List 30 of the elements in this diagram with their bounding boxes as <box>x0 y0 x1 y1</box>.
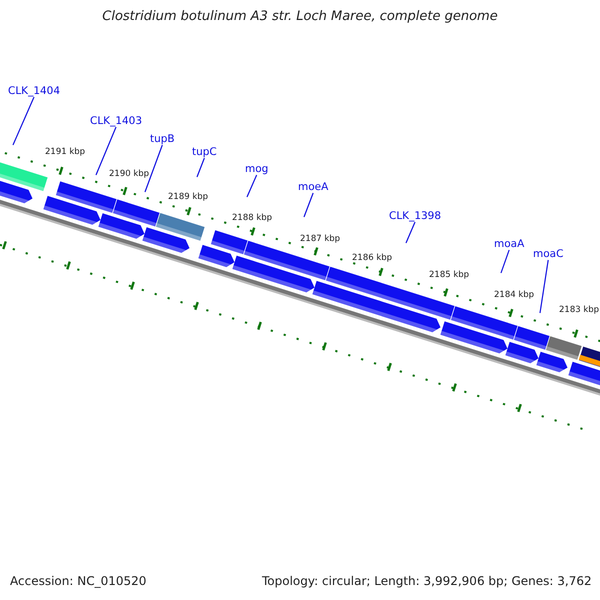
position-label: 2184 kbp <box>494 290 534 300</box>
gene-label: moaA <box>494 238 524 250</box>
leader-line <box>303 192 314 218</box>
position-label: 2189 kbp <box>168 192 208 202</box>
leader-line <box>196 158 205 178</box>
leader-line <box>406 222 416 244</box>
gene-label: mog <box>245 163 268 175</box>
leader-line <box>96 126 117 176</box>
gene-label: CLK_1403 <box>90 115 142 127</box>
gene-label: CLK_1404 <box>8 85 60 97</box>
position-label: 2183 kbp <box>559 305 600 315</box>
gene-label: moeA <box>298 181 328 193</box>
position-label: 2191 kbp <box>45 147 86 157</box>
position-label: 2190 kbp <box>109 169 150 179</box>
position-label: 2185 kbp <box>429 270 470 280</box>
gene-label: CLK_1398 <box>389 210 442 222</box>
genome-info-label: Topology: circular; Length: 3,992,906 bp; Genes: 3,762 <box>262 574 592 588</box>
leader-line <box>12 96 35 146</box>
position-label: 2187 kbp <box>300 234 340 244</box>
gene-label: moaC <box>533 248 564 260</box>
leader-line <box>144 144 163 192</box>
leader-line <box>500 250 510 274</box>
leader-line <box>539 260 549 314</box>
position-label: 2186 kbp <box>352 253 392 263</box>
gene-label: tupC <box>192 146 217 158</box>
position-label: 2188 kbp <box>232 213 272 223</box>
title: Clostridium botulinum A3 str. Loch Maree, complete genome <box>101 9 499 24</box>
gene-label: tupB <box>150 133 175 145</box>
leader-line <box>246 174 258 198</box>
accession-label: Accession: NC_010520 <box>10 574 146 588</box>
